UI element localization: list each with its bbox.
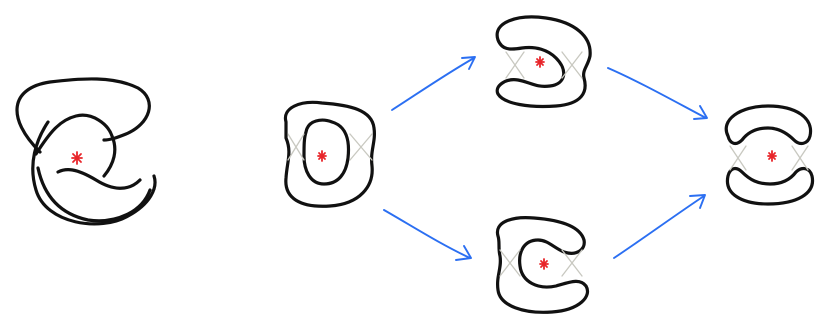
unresolved-state [283, 100, 377, 208]
knot-upper-strand [15, 77, 151, 154]
faint-crossing-right [561, 51, 583, 79]
faint-crossing-right [561, 249, 583, 277]
basepoint-star-icon [539, 258, 549, 270]
top-resolution [495, 15, 592, 109]
basepoint-star-icon [767, 150, 777, 162]
bottom-resolution-outline [495, 216, 590, 314]
faint-crossing-left [505, 51, 525, 79]
basepoint-star-icon [71, 151, 83, 165]
bottom-resolution [495, 216, 590, 314]
top-resolution-outline [495, 15, 592, 109]
knot-inner-arc [34, 113, 117, 178]
inner-loop [302, 118, 351, 186]
outer-loop [283, 100, 377, 208]
faint-crossing-left [729, 145, 747, 171]
knot-diagram [15, 77, 157, 226]
arrow-bottom-to-final [613, 194, 706, 259]
faint-crossing-left [499, 249, 521, 277]
basepoint-star-icon [535, 56, 545, 68]
final-resolution [724, 104, 815, 206]
arrow-top-to-final [607, 67, 708, 120]
final-resolution-lower [725, 166, 815, 206]
arrow-to-top-resolution [391, 56, 476, 111]
arrow-to-bottom-resolution [383, 209, 472, 261]
knot-lower-strand [56, 168, 142, 190]
faint-crossing-right [791, 145, 809, 171]
knot-left-arc [31, 120, 157, 226]
basepoint-star-icon [317, 150, 327, 162]
faint-crossing-right [349, 133, 373, 161]
final-resolution-upper [724, 104, 813, 146]
faint-crossing-left [287, 133, 305, 161]
knot-bottom-loop [36, 166, 152, 223]
